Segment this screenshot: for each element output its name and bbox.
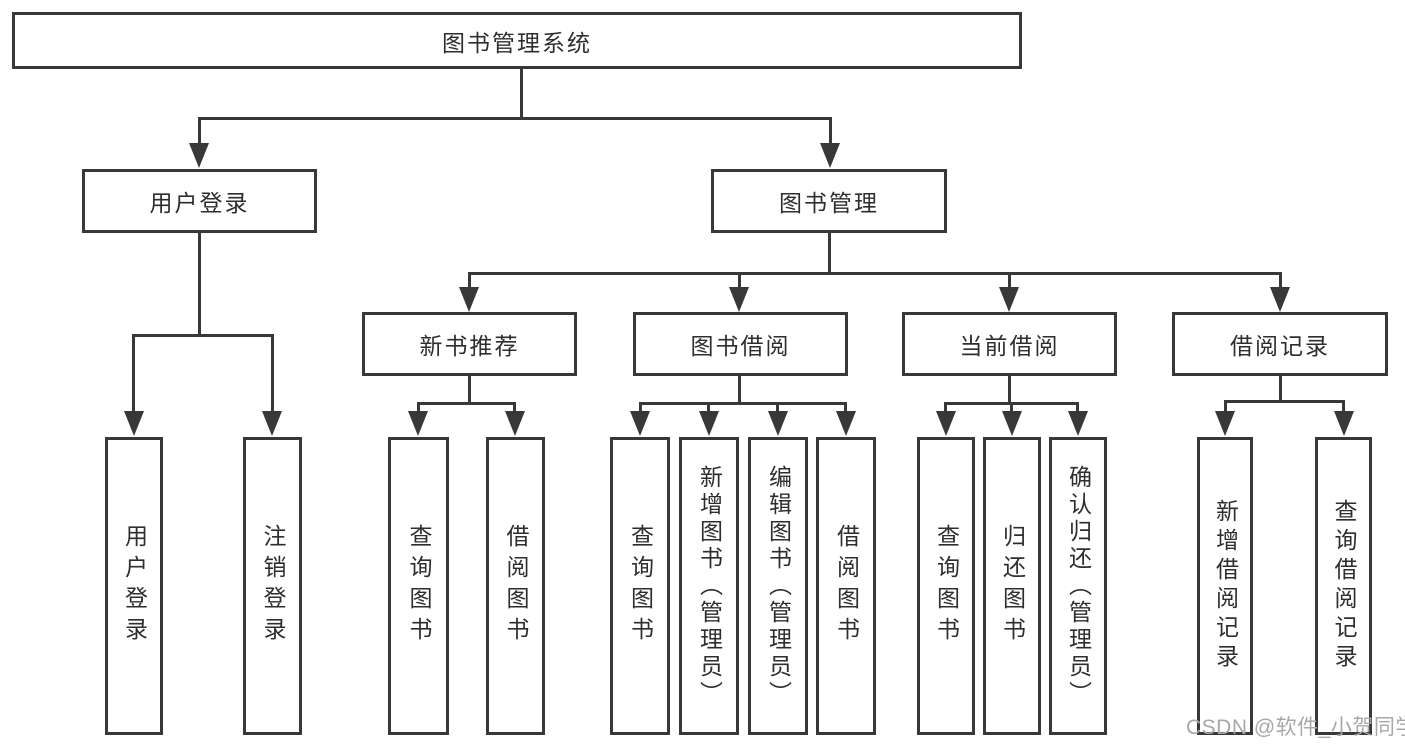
arrowhead-leaf-logout — [262, 411, 282, 436]
leaf-query-book-3: 查询图书 — [917, 437, 975, 735]
connector-level2-bus — [198, 117, 832, 120]
connector-drop-add-record — [1224, 400, 1227, 412]
arrowhead-current-borrow — [999, 287, 1019, 312]
arrowhead-borrow-record — [1270, 287, 1290, 312]
leaf-add-book-admin: 新增图书（管理员） — [679, 437, 739, 735]
arrowhead-borrow-book-1 — [505, 411, 525, 436]
arrowhead-new-book-rec — [459, 287, 479, 312]
leaf-return-book: 归还图书 — [983, 437, 1041, 735]
connector-drop-borrow-book-1 — [513, 402, 516, 412]
arrowhead-add-book — [699, 411, 719, 436]
arrowhead-book-mgmt — [820, 143, 840, 168]
connector-drop-new-book-rec — [468, 272, 471, 289]
arrowhead-return-book — [1002, 411, 1022, 436]
connector-new-book-rec-bus — [417, 402, 516, 405]
connector-drop-query-record — [1342, 400, 1345, 412]
connector-drop-current-borrow — [1008, 272, 1011, 289]
arrowhead-user-login — [189, 143, 209, 168]
connector-drop-query-book-1 — [417, 402, 420, 412]
connector-borrow-record-stem — [1279, 376, 1282, 403]
leaf-edit-book-admin: 编辑图书（管理员） — [748, 437, 808, 735]
leaf-query-book-1: 查询图书 — [388, 437, 449, 735]
leaf-query-borrow-record: 查询借阅记录 — [1315, 437, 1372, 735]
connector-new-book-rec-stem — [468, 376, 471, 405]
csdn-watermark: CSDN @软件_小贺同学 — [1186, 716, 1405, 739]
arrowhead-edit-book — [768, 411, 788, 436]
connector-drop-edit-book — [776, 402, 779, 412]
connector-drop-leaf-logout — [271, 334, 274, 412]
node-book-borrow: 图书借阅 — [633, 312, 848, 376]
connector-current-borrow-stem — [1008, 376, 1011, 405]
arrowhead-add-record — [1215, 411, 1235, 436]
connector-drop-borrow-book-2 — [844, 402, 847, 412]
leaf-borrow-book-1: 借阅图书 — [486, 437, 545, 735]
connector-user-login-bus — [132, 334, 274, 337]
leaf-add-borrow-record: 新增借阅记录 — [1197, 437, 1253, 735]
leaf-borrow-book-2: 借阅图书 — [816, 437, 876, 735]
connector-drop-borrow-record — [1279, 272, 1282, 289]
leaf-confirm-return-admin: 确认归还（管理员） — [1049, 437, 1107, 735]
arrowhead-query-book-3 — [936, 411, 956, 436]
connector-drop-query-book-2 — [639, 402, 642, 412]
node-root: 图书管理系统 — [12, 12, 1022, 69]
connector-drop-book-mgmt — [829, 117, 832, 145]
arrowhead-borrow-book-2 — [836, 411, 856, 436]
connector-user-login-stem — [198, 233, 201, 337]
node-current-borrow: 当前借阅 — [902, 312, 1117, 376]
connector-book-mgmt-stem — [828, 233, 831, 275]
node-borrow-record: 借阅记录 — [1172, 312, 1388, 376]
connector-drop-add-book — [707, 402, 710, 412]
arrowhead-query-record — [1334, 411, 1354, 436]
connector-book-borrow-bus — [639, 402, 847, 405]
connector-root-stem — [520, 69, 523, 119]
connector-level3-bus — [468, 272, 1282, 275]
arrowhead-book-borrow — [729, 287, 749, 312]
arrowhead-query-book-2 — [630, 411, 650, 436]
connector-drop-query-book-3 — [944, 402, 947, 412]
connector-drop-confirm-return — [1076, 402, 1079, 412]
connector-drop-leaf-user-login — [132, 334, 135, 412]
leaf-user-login: 用户登录 — [105, 437, 163, 735]
arrowhead-leaf-user-login — [124, 411, 144, 436]
arrowhead-confirm-return — [1068, 411, 1088, 436]
arrowhead-query-book-1 — [408, 411, 428, 436]
node-user-login: 用户登录 — [82, 169, 317, 233]
connector-book-borrow-stem — [738, 376, 741, 405]
node-book-management: 图书管理 — [711, 169, 947, 233]
leaf-query-book-2: 查询图书 — [610, 437, 670, 735]
connector-drop-return-book — [1010, 402, 1013, 412]
leaf-logout: 注销登录 — [243, 437, 302, 735]
connector-drop-book-borrow — [738, 272, 741, 289]
connector-drop-user-login — [198, 117, 201, 145]
node-new-book-recommend: 新书推荐 — [362, 312, 577, 376]
connector-borrow-record-bus — [1224, 400, 1345, 403]
